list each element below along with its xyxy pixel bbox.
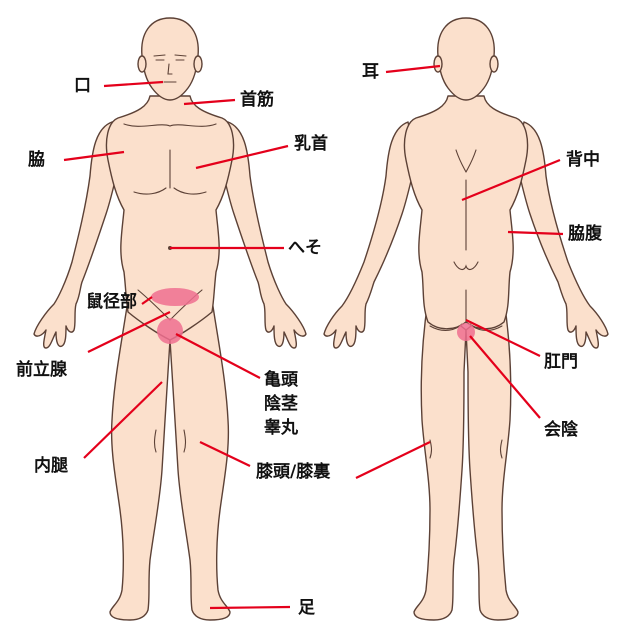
pointer-genitals <box>175 333 261 379</box>
back-shoulder-blades <box>455 149 477 173</box>
label-ear: 耳 <box>362 62 379 82</box>
pointer-armpit <box>63 150 125 162</box>
front-nose <box>167 63 173 75</box>
front-figure <box>33 17 307 621</box>
front-chest-line <box>133 187 207 195</box>
front-right-arm <box>219 121 307 349</box>
pointer-groin <box>141 296 153 305</box>
label-navel: へそ <box>288 238 322 258</box>
pointer-lines <box>63 64 564 610</box>
pointer-mouth <box>103 80 164 88</box>
back-head <box>437 17 495 101</box>
pointer-prostate <box>87 311 171 353</box>
back-right-arm <box>515 121 609 349</box>
pointer-knee-back <box>355 441 431 479</box>
label-inner-thigh: 内腿 <box>34 456 68 476</box>
front-left-knee <box>153 429 157 453</box>
pointer-perineum <box>469 335 541 419</box>
label-prostate: 前立腺 <box>16 360 67 380</box>
back-right-ear <box>489 55 499 73</box>
front-right-leg <box>169 299 231 621</box>
pointer-knee <box>199 441 251 467</box>
label-mouth: 口 <box>74 76 91 96</box>
front-collarbones <box>123 123 217 127</box>
pointer-flank <box>507 230 564 236</box>
genital-highlight <box>157 318 183 344</box>
label-armpit: 脇 <box>28 150 45 170</box>
pointer-anus <box>465 319 541 357</box>
back-left-ear <box>433 55 443 73</box>
label-genitals-1: 亀頭 <box>264 370 298 390</box>
back-figure <box>323 17 609 621</box>
label-genitals-2: 陰茎 <box>264 394 298 414</box>
label-anus: 肛門 <box>544 352 578 372</box>
label-back: 背中 <box>566 150 600 170</box>
label-perineum: 会陰 <box>544 420 578 440</box>
front-left-leg <box>109 299 171 621</box>
front-left-arm <box>33 121 121 349</box>
label-genitals-3: 睾丸 <box>264 418 298 438</box>
back-left-leg <box>413 299 467 621</box>
groin-highlight <box>151 288 199 306</box>
label-flank: 脇腹 <box>568 224 602 244</box>
label-groin: 鼠径部 <box>86 292 137 312</box>
label-knee: 膝頭/膝裏 <box>256 462 331 482</box>
label-neck: 首筋 <box>240 90 274 110</box>
front-brows <box>153 54 187 57</box>
pointer-nipple <box>195 144 289 170</box>
pointer-foot <box>209 605 291 610</box>
front-right-ear <box>193 55 203 73</box>
front-head <box>141 17 199 101</box>
label-nipple: 乳首 <box>294 134 328 154</box>
label-foot: 足 <box>298 598 315 618</box>
pointer-inner-thigh <box>83 381 163 459</box>
back-dimples <box>453 261 479 271</box>
pointer-neck <box>183 98 236 106</box>
pointer-ear <box>385 64 441 74</box>
back-knee-creases <box>429 439 503 459</box>
pointer-back <box>461 158 561 202</box>
back-right-leg <box>465 299 519 621</box>
back-left-arm <box>323 121 417 349</box>
front-left-ear <box>137 55 147 73</box>
front-right-knee <box>183 429 187 453</box>
